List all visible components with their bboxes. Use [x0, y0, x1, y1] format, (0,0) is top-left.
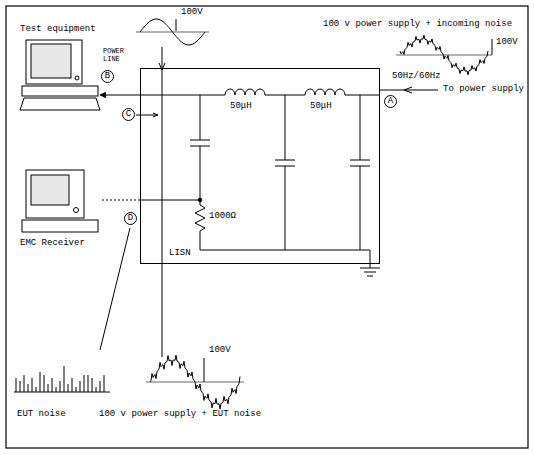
- receiver-screen: [31, 175, 69, 205]
- spectrum-line: [80, 381, 81, 392]
- wire: [140, 200, 200, 201]
- test-equipment-drawing: [20, 40, 100, 110]
- annotation-label: EUT noise: [16, 410, 67, 420]
- annotation-label: 50Hz/60Hz: [391, 72, 442, 82]
- spectrum-line: [32, 378, 33, 392]
- spectrum-line: [96, 387, 97, 392]
- annotation-label: 50μH: [229, 102, 253, 112]
- capacitor-symbol: [350, 160, 370, 161]
- callout-circle: D: [124, 212, 137, 225]
- inductor-symbol: [305, 89, 345, 95]
- wire: [285, 95, 286, 160]
- waveforms: [14, 19, 492, 409]
- signal-line: [100, 228, 130, 350]
- wire: [140, 95, 225, 96]
- axis-line: [396, 55, 492, 56]
- spectrum-line: [20, 381, 21, 392]
- lisn-box: LISN: [140, 68, 380, 264]
- annotation-label: POWER LINE: [102, 48, 132, 63]
- callout-letter: A: [388, 97, 393, 106]
- annotation-label: 100V: [495, 38, 519, 48]
- spectrum-line: [88, 375, 89, 392]
- wire: [285, 166, 286, 250]
- callout-letter: B: [105, 72, 110, 81]
- spectrum-line: [92, 378, 93, 392]
- spectrum-line: [56, 387, 57, 392]
- ground-symbol: [360, 268, 380, 269]
- annotation-label: 100V: [208, 346, 232, 356]
- annotation-label: 100V: [180, 8, 204, 18]
- spectrum-line: [60, 381, 61, 392]
- connector: [100, 200, 140, 201]
- annotation-label: 100 v power supply + incoming noise: [322, 20, 513, 30]
- spectrum-line: [76, 387, 77, 392]
- monitor-case: [26, 40, 82, 84]
- capacitor-symbol: [275, 160, 295, 161]
- annotation-label: To power supply: [442, 85, 525, 95]
- box-label: EMC Receiver: [20, 238, 100, 248]
- equipment-box: Test equipment: [20, 24, 100, 118]
- monitor-screen: [31, 44, 71, 78]
- wire: [360, 166, 361, 250]
- spectrum-line: [16, 378, 17, 392]
- receiver-base: [22, 220, 98, 232]
- box-label: Test equipment: [20, 24, 100, 34]
- wire: [345, 95, 380, 96]
- keyboard: [20, 98, 100, 110]
- spectrum-line: [72, 378, 73, 392]
- spectrum-line: [64, 366, 65, 392]
- spectrum-line: [44, 375, 45, 392]
- emc-receiver-drawing: [22, 170, 98, 232]
- annotation-label: 100 v power supply + EUT noise: [98, 410, 262, 420]
- amplitude-mark: [204, 358, 205, 382]
- amplitude-mark: [492, 39, 493, 55]
- ground-symbol: [364, 272, 376, 273]
- spectrum-line: [24, 375, 25, 392]
- spectrum-line: [28, 384, 29, 392]
- axis-line: [146, 382, 244, 383]
- knob: [75, 76, 79, 80]
- spectrum-line: [48, 384, 49, 392]
- amplitude-mark: [176, 19, 177, 31]
- callout-circle: C: [122, 108, 135, 121]
- lisn-schematic: [140, 89, 380, 276]
- spectrum-line: [40, 372, 41, 392]
- resistor-symbol: [195, 205, 205, 250]
- wire: [200, 95, 201, 140]
- spectrum-line: [36, 387, 37, 392]
- receiver-case: [26, 170, 84, 218]
- base-unit: [22, 86, 98, 96]
- callout-circle: B: [101, 70, 114, 83]
- spectrum-line: [104, 375, 105, 392]
- wire: [360, 95, 361, 160]
- axis-line: [136, 32, 209, 33]
- box-label: LISN: [169, 248, 379, 258]
- connector: [100, 95, 140, 96]
- callout-letter: C: [126, 110, 131, 119]
- arrowhead: [404, 87, 412, 93]
- spectrum-line: [68, 384, 69, 392]
- callout-circle: A: [384, 95, 397, 108]
- signal-line: [162, 47, 163, 357]
- wiring: [100, 19, 492, 382]
- wire: [200, 250, 370, 268]
- spectrum-line: [52, 378, 53, 392]
- ground-symbol: [367, 276, 373, 277]
- capacitor-symbol: [190, 140, 210, 141]
- annotation-label: 50μH: [309, 102, 333, 112]
- callout-letter: D: [128, 214, 133, 223]
- inductor-symbol: [225, 89, 265, 95]
- receiver-box: EMC Receiver: [20, 164, 100, 248]
- spectrum-line: [84, 375, 85, 392]
- annotation-label: 1000Ω: [208, 212, 237, 222]
- knob: [74, 208, 79, 213]
- arrowhead: [153, 113, 158, 117]
- junction-dot: [198, 198, 202, 202]
- frame: [6, 6, 528, 448]
- spectrum-line: [100, 381, 101, 392]
- wire: [200, 146, 201, 205]
- supply-line: [380, 90, 438, 91]
